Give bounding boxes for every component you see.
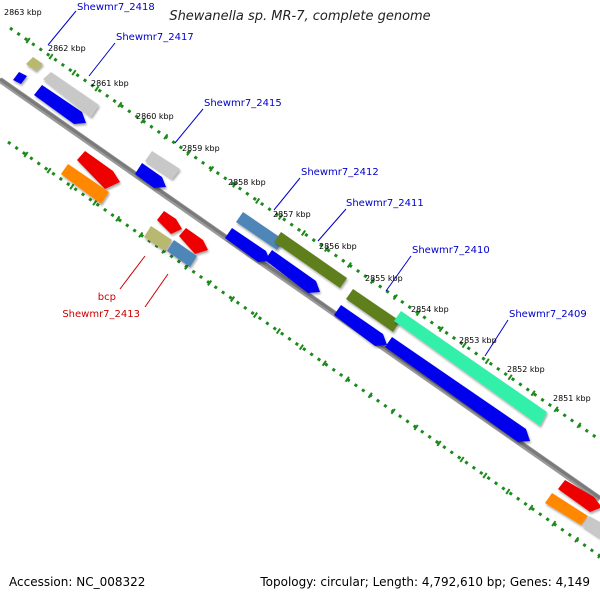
ruler-tick [438, 326, 444, 333]
ruler-inner [7, 140, 600, 558]
tick-label: 2861 kbp [91, 79, 129, 88]
feature-bcp[interactable] [157, 211, 208, 254]
gene-label-shewmr7-2417[interactable]: Shewmr7_2417 [116, 32, 194, 43]
ruler-tick [275, 328, 282, 335]
ruler-tick [367, 392, 373, 399]
ruler-tick [507, 374, 513, 381]
gene-label-shewmr7-2415[interactable]: Shewmr7_2415 [204, 98, 282, 109]
ruler-tick [436, 440, 442, 447]
ruler-tick [117, 101, 123, 108]
tick-label: 2862 kbp [48, 44, 86, 53]
ruler-tick [459, 456, 465, 463]
ruler-tick [277, 213, 284, 220]
ruler-tick [115, 215, 121, 222]
feature-shewmr7-2413[interactable] [144, 226, 197, 267]
ruler-tick [92, 199, 98, 206]
gene-label-shewmr7-2409[interactable]: Shewmr7_2409 [509, 309, 587, 320]
feature-shewmr7-2417[interactable] [34, 72, 99, 124]
highlight-label-shewmr7-2413[interactable]: Shewmr7_2413 [62, 309, 140, 320]
feature-gray-inner-2[interactable] [582, 516, 600, 538]
ruler-tick [484, 358, 490, 365]
ruler-tick [209, 165, 215, 172]
feature-orange-inner-2[interactable] [545, 493, 588, 525]
tick-label: 2852 kbp [507, 365, 545, 374]
ruler-tick [25, 37, 31, 44]
ruler-tick [553, 406, 559, 413]
ruler-tick [138, 231, 144, 238]
ruler-tick [461, 342, 467, 349]
feature-shewmr7-2409[interactable] [385, 311, 547, 442]
tick-label: 2860 kbp [136, 112, 174, 121]
ruler-tick [344, 376, 350, 383]
tick-label: 2854 kbp [411, 305, 449, 314]
feature-shewmr7-2418[interactable] [13, 57, 43, 84]
ruler-tick [69, 183, 75, 190]
ruler-tick [574, 536, 580, 543]
ruler-tick [71, 69, 77, 76]
gene-label-shewmr7-2412[interactable]: Shewmr7_2412 [301, 167, 379, 178]
gene-label-shewmr7-2418[interactable]: Shewmr7_2418 [77, 2, 155, 13]
ruler-tick [346, 262, 352, 269]
ruler-tick [48, 53, 54, 60]
accession-label: Accession: NC_008322 [9, 575, 146, 589]
ruler-tick [207, 279, 213, 286]
tick-label: 2856 kbp [319, 242, 357, 251]
feature-red-inner-1[interactable] [77, 151, 120, 189]
ruler-tick [321, 360, 327, 367]
ruler-outer [9, 26, 600, 442]
tick-label: 2855 kbp [365, 274, 403, 283]
gene-labels: Shewmr7_2418 Shewmr7_2417 Shewmr7_2415 S… [77, 2, 587, 320]
ruler-tick [298, 344, 304, 351]
page-title: Shewanella sp. MR-7, complete genome [169, 9, 431, 24]
ruler-tick [413, 424, 419, 431]
highlight-label-leaders [119, 255, 169, 308]
ruler-tick [505, 488, 511, 495]
ruler-tick [163, 133, 169, 140]
ruler-tick [482, 472, 488, 479]
ruler-tick [300, 229, 307, 236]
ruler-tick [252, 312, 259, 319]
ruler-tick [551, 520, 557, 527]
tick-label: 2851 kbp [553, 394, 591, 403]
tick-label: 2863 kbp [4, 8, 42, 17]
tick-label: 2857 kbp [273, 210, 311, 219]
genome-stats-label: Topology: circular; Length: 4,792,610 bp… [260, 575, 590, 589]
feature-shewmr7-2411[interactable] [265, 232, 347, 293]
ruler-tick [369, 278, 375, 285]
ruler-tick [94, 85, 100, 92]
ruler-tick [23, 151, 29, 158]
ruler-tick [46, 167, 52, 174]
gene-label-shewmr7-2411[interactable]: Shewmr7_2411 [346, 198, 424, 209]
gene-label-leaders [47, 10, 509, 357]
feature-shewmr7-2415[interactable] [135, 151, 180, 188]
tick-label: 2853 kbp [459, 336, 497, 345]
tick-label: 2858 kbp [228, 178, 266, 187]
ruler-tick-marks [23, 37, 600, 559]
ruler-tick [390, 408, 396, 415]
ruler-tick [576, 422, 582, 429]
ruler-tick [140, 117, 146, 124]
feature-red-inner-2[interactable] [558, 480, 600, 512]
feature-shewmr7-2412[interactable] [225, 212, 284, 262]
ruler-tick [392, 294, 398, 301]
ruler-tick [323, 245, 330, 253]
ruler-tick [232, 181, 238, 188]
ruler-tick [530, 390, 536, 397]
tick-label: 2859 kbp [182, 144, 220, 153]
ruler-tick [415, 310, 421, 317]
ruler-tick-labels: 2863 kbp 2862 kbp 2861 kbp 2860 kbp 2859… [4, 8, 591, 403]
feature-orange-inner-1[interactable] [61, 164, 109, 204]
highlight-labels: bcp Shewmr7_2413 [62, 292, 140, 320]
ruler-tick [229, 296, 236, 303]
gene-label-shewmr7-2410[interactable]: Shewmr7_2410 [412, 245, 490, 256]
highlight-label-bcp[interactable]: bcp [98, 292, 116, 303]
ruler-tick [528, 504, 534, 511]
feature-shewmr7-2410[interactable] [334, 289, 400, 346]
ruler-tick [186, 149, 192, 156]
ruler-tick [255, 197, 261, 204]
